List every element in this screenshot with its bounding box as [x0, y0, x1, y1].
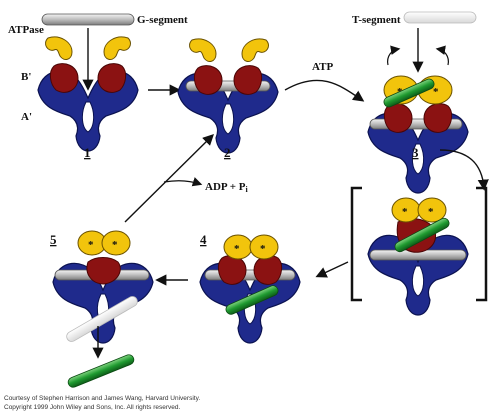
- panel-4: 4 * *: [199, 232, 301, 344]
- atp-marker: *: [88, 239, 94, 251]
- atpase-domain-right: [103, 36, 131, 60]
- closing-arrow-right: [435, 45, 449, 66]
- panel-5: 5 * *: [50, 230, 154, 388]
- atp-marker: *: [428, 206, 434, 218]
- t-segment-released: [67, 354, 135, 388]
- step-4-label: 4: [200, 232, 207, 247]
- atpase-domain-right: [241, 38, 269, 62]
- t-segment-in-cavity: [225, 285, 279, 315]
- bracket-right: [476, 186, 488, 302]
- atpase-domain-right: [249, 234, 279, 260]
- atp-marker: *: [433, 86, 439, 98]
- atpase-domain-right: [101, 230, 131, 256]
- t-segment-captured: [383, 78, 435, 108]
- atpase-domain-left: [45, 36, 73, 60]
- credit-line-1: Courtesy of Stephen Harrison and James W…: [4, 395, 200, 402]
- intermediate-panel: * *: [350, 186, 488, 316]
- step-2-label: 2: [224, 145, 231, 160]
- b-prime-domain: [86, 257, 121, 285]
- adp-pi-label: ADP + Pi: [205, 181, 249, 194]
- arrow-3-to-intermediate: [439, 149, 489, 191]
- atp-label: ATP: [312, 61, 333, 73]
- atp-marker: *: [260, 243, 266, 255]
- atpase-domain-left: [189, 38, 217, 62]
- t-segment-ghost: [403, 11, 477, 24]
- b-prime-domain-right: [423, 103, 453, 133]
- b-prime-domain-left: [217, 255, 247, 285]
- t-segment-ghost: [66, 296, 138, 342]
- panel-3: T-segment * * 3: [352, 11, 477, 194]
- step-3-label: 3: [412, 145, 419, 160]
- closing-arrow-left: [387, 45, 401, 66]
- g-segment-top: [41, 13, 135, 26]
- b-prime-domain-right: [253, 255, 283, 285]
- atp-marker: *: [402, 206, 408, 218]
- g-segment-label: G-segment: [137, 14, 188, 26]
- panel-1: G-segment ATPase B' A' 1: [8, 13, 188, 160]
- credit-line-2: Copyright 1999 John Wiley and Sons, Inc.…: [4, 404, 181, 411]
- t-segment-label: T-segment: [352, 14, 401, 26]
- atp-marker: *: [112, 239, 118, 251]
- b-prime-domain-right: [97, 63, 127, 93]
- b-prime-label: B': [21, 71, 31, 83]
- b-prime-domain-right: [233, 65, 263, 95]
- b-prime-domain-left: [383, 103, 413, 133]
- atpase-label: ATPase: [8, 24, 44, 36]
- panel-2: 2: [177, 38, 279, 160]
- t-segment-passing: [394, 217, 450, 253]
- b-prime-domain-left: [193, 65, 223, 95]
- b-prime-domain-left: [49, 63, 79, 93]
- atpase-domain-right: [417, 197, 447, 223]
- step-5-label: 5: [50, 232, 57, 247]
- adp-release-arrow: [163, 177, 203, 187]
- bracket-left: [350, 186, 362, 302]
- arrow-5-to-2: [124, 134, 214, 223]
- atp-arrow: [284, 79, 365, 102]
- step-1-label: 1: [84, 145, 91, 160]
- arrow-intermediate-to-4: [315, 261, 349, 278]
- atp-marker: *: [234, 243, 240, 255]
- a-prime-label: A': [21, 111, 32, 123]
